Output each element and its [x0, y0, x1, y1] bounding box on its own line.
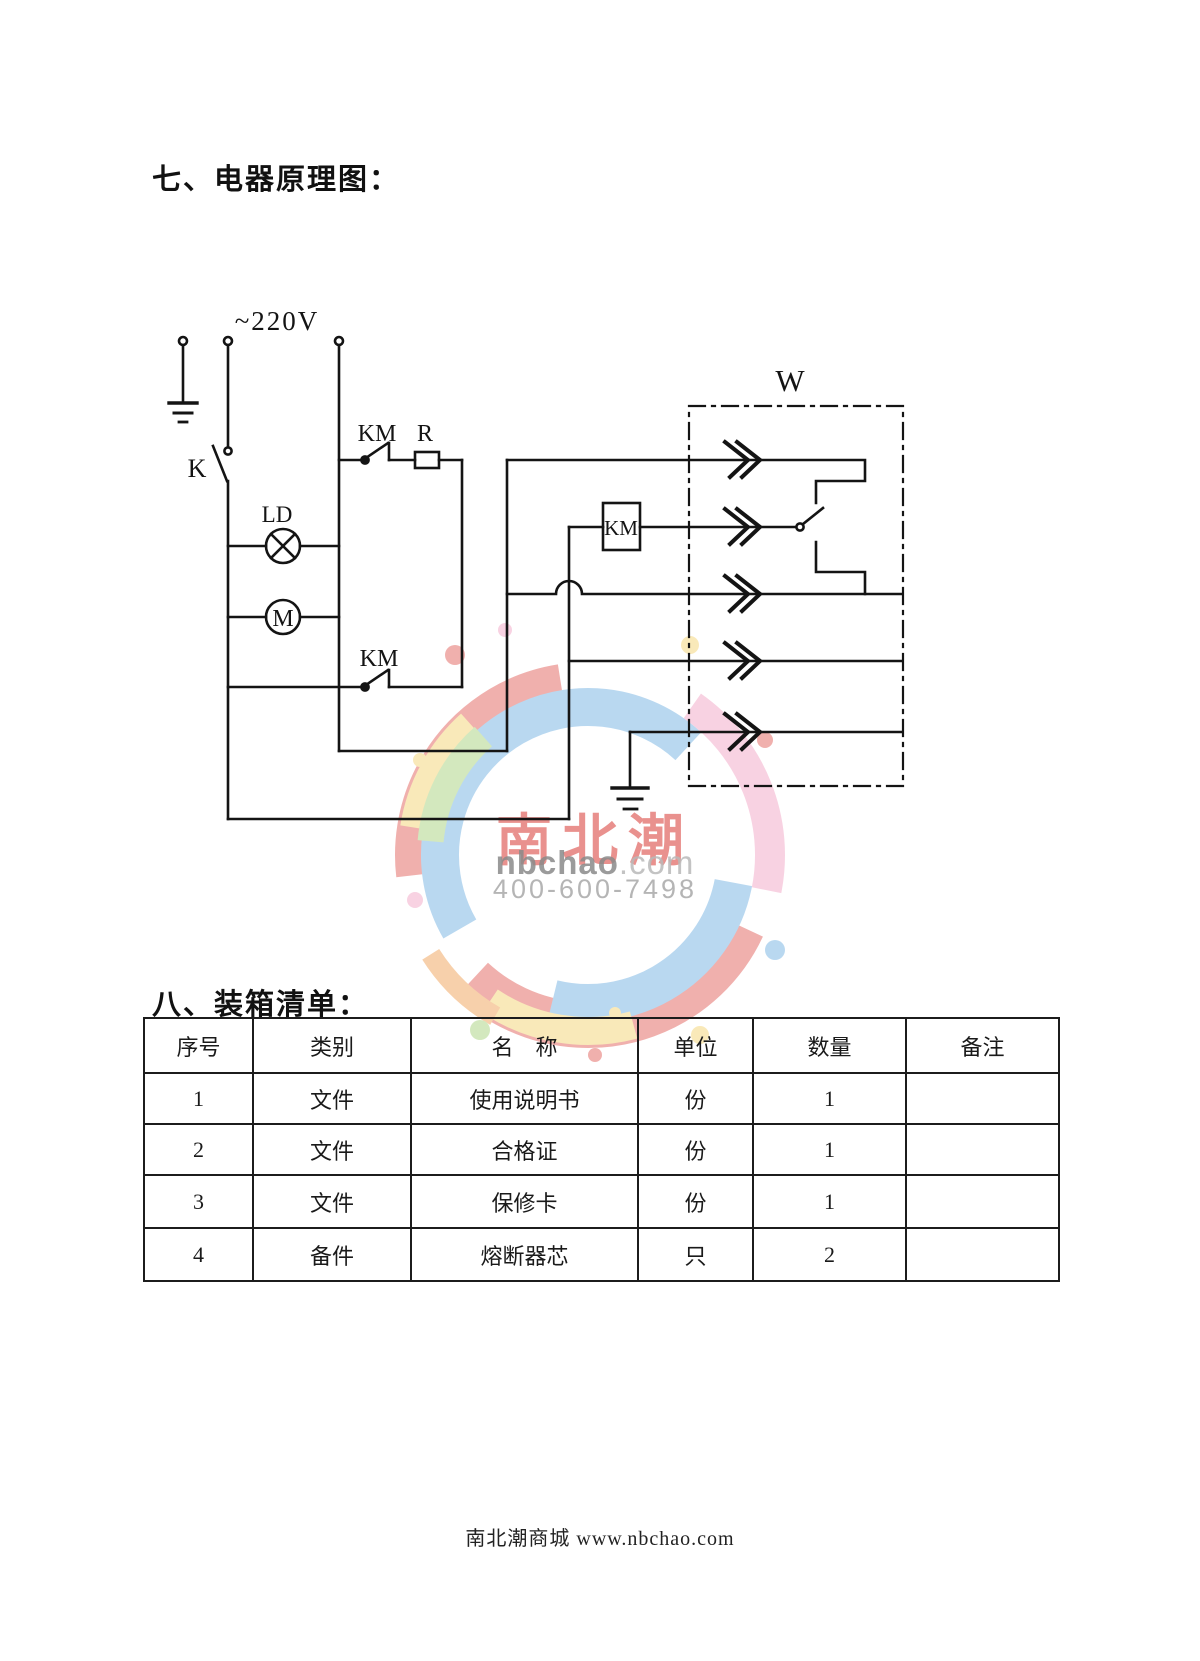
interconnect-wires [226, 458, 571, 821]
switch-k-label: K [188, 454, 207, 483]
column-header: 类别 [252, 1017, 412, 1074]
column-header: 序号 [143, 1017, 254, 1074]
circuit-schematic: ~220V K LD M KM R KM KM W [167, 306, 905, 821]
cell-seq: 4 [143, 1227, 254, 1282]
chevron-icon [722, 573, 764, 614]
lamp-ld-label: LD [262, 502, 293, 527]
heater-line-1 [505, 458, 867, 505]
page-footer: 南北潮商城 www.nbchao.com [465, 1528, 735, 1550]
ground-symbol-left [167, 343, 199, 424]
cell-unit: 份 [637, 1072, 754, 1125]
motor-m-label: M [272, 606, 293, 632]
section8-heading: 八、装箱清单： [152, 989, 370, 1021]
table-header-row: 序号 类别 名 称 单位 数量 备注 [143, 1017, 1060, 1074]
km-contact-bottom-label: KM [360, 646, 399, 672]
thermostat-switch [795, 506, 825, 532]
chevron-icon [722, 640, 764, 681]
km-contact-top [337, 441, 417, 465]
cell-name: 合格证 [410, 1123, 639, 1176]
section7-heading: 七、电器原理图： [152, 164, 401, 196]
cell-type: 备件 [252, 1227, 412, 1282]
heater-line-3 [505, 540, 904, 596]
cell-unit: 份 [637, 1123, 754, 1176]
connector-chevrons [722, 439, 764, 752]
column-header: 单位 [637, 1017, 754, 1074]
chevron-icon [722, 506, 764, 547]
cell-name: 保修卡 [410, 1174, 639, 1229]
ground-symbol-center [610, 786, 650, 811]
cell-unit: 份 [637, 1174, 754, 1229]
lamp-ld [226, 527, 341, 565]
cell-type: 文件 [252, 1123, 412, 1176]
cell-qty: 1 [752, 1174, 907, 1229]
cell-qty: 1 [752, 1072, 907, 1125]
column-header: 备注 [905, 1017, 1060, 1074]
heater-block-w [687, 404, 905, 788]
cell-name: 熔断器芯 [410, 1227, 639, 1282]
cell-remark [905, 1227, 1060, 1282]
km-coil [567, 501, 798, 552]
heater-block-w-label: W [775, 363, 805, 398]
cell-type: 文件 [252, 1174, 412, 1229]
cell-type: 文件 [252, 1072, 412, 1125]
cell-remark [905, 1123, 1060, 1176]
km-coil-label: KM [604, 516, 638, 540]
table-row: 4 备件 熔断器芯 只 2 [143, 1227, 1060, 1282]
chevron-icon [722, 711, 764, 752]
heater-line-5 [628, 730, 904, 790]
supply-terminals [177, 335, 345, 347]
cell-seq: 3 [143, 1174, 254, 1229]
packing-list-table: 序号 类别 名 称 单位 数量 备注 1 文件 使用说明书 份 1 2 文件 合… [143, 1017, 1060, 1282]
resistor-r [413, 450, 464, 470]
cell-unit: 只 [637, 1227, 754, 1282]
chevron-icon [722, 439, 764, 480]
motor-m [226, 598, 341, 636]
km-contact-bottom [226, 668, 464, 692]
table-row: 1 文件 使用说明书 份 1 [143, 1072, 1060, 1125]
cell-qty: 1 [752, 1123, 907, 1176]
cell-remark [905, 1174, 1060, 1229]
table-row: 3 文件 保修卡 份 1 [143, 1174, 1060, 1229]
cell-qty: 2 [752, 1227, 907, 1282]
cell-seq: 2 [143, 1123, 254, 1176]
column-header: 数量 [752, 1017, 907, 1074]
resistor-r-label: R [417, 421, 433, 447]
column-header: 名 称 [410, 1017, 639, 1074]
switch-k [211, 343, 233, 821]
cell-seq: 1 [143, 1072, 254, 1125]
table-row: 2 文件 合格证 份 1 [143, 1123, 1060, 1176]
cell-name: 使用说明书 [410, 1072, 639, 1125]
km-contact-top-label: KM [358, 421, 397, 447]
voltage-label: ~220V [235, 306, 320, 336]
cell-remark [905, 1072, 1060, 1125]
